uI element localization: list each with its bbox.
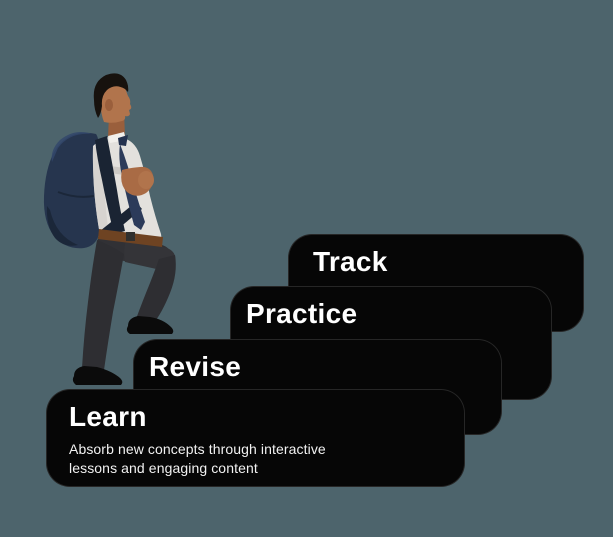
step-title-practice: Practice (246, 298, 358, 329)
figure-legs (82, 237, 176, 370)
step-title-learn: Learn (69, 401, 147, 432)
figure-head (93, 73, 132, 140)
step-description-line-2: lessons and engaging content (69, 460, 258, 477)
figure-backpack (43, 132, 99, 249)
step-description-line-1: Absorb new concepts through interactive (69, 441, 326, 458)
step-title-track: Track (313, 246, 388, 277)
figure-torso (92, 132, 163, 247)
step-description-learn: Absorb new concepts through interactive … (69, 440, 465, 478)
student-figure-illustration (43, 73, 176, 385)
step-card-learn: Learn Absorb new concepts through intera… (46, 389, 465, 487)
student-figure (40, 60, 180, 390)
figure-shoes (72, 316, 174, 385)
step-title-revise: Revise (149, 351, 242, 382)
